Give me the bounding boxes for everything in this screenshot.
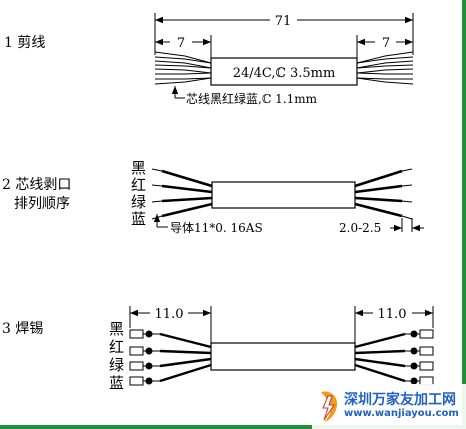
- step3-right-wires: [354, 332, 406, 383]
- right-strip-dimension: 7: [357, 36, 413, 51]
- step3-right-solder-pins: [405, 329, 434, 386]
- step3-color-red: 红: [109, 338, 124, 356]
- total-length-dimension: 71: [155, 14, 413, 29]
- step2-label-line2: 排列顺序: [14, 196, 70, 212]
- site-watermark: 深圳万家友加工网 www.wanjiayou.com: [312, 384, 466, 429]
- watermark-url: www.wanjiayou.com: [344, 408, 459, 419]
- strip-length-label: 2.0-2.5: [339, 221, 381, 235]
- cable-spec-label: 24/4C,ℂ 3.5mm: [233, 66, 336, 81]
- right-strip-value: 7: [382, 36, 390, 51]
- step2-right-wires: [354, 168, 413, 220]
- step2-color-green: 绿: [131, 193, 146, 211]
- step3-section: 3 焊锡 黑 红 绿 蓝 11.0 11.0: [2, 306, 434, 392]
- step3-right-dimension: 11.0: [355, 307, 433, 322]
- step3-left-dimension: 11.0: [130, 307, 211, 322]
- step2-left-wires: [151, 168, 213, 220]
- left-strip-value: 7: [177, 36, 185, 51]
- step3-color-green: 绿: [109, 356, 124, 374]
- step1-cable-jacket: [210, 57, 358, 86]
- site-logo-icon: [321, 391, 338, 422]
- step1-label: 1 剪线: [4, 35, 45, 51]
- step2-color-blue: 蓝: [131, 210, 146, 228]
- step2-color-red: 红: [131, 176, 146, 194]
- step3-label: 3 焊锡: [2, 321, 43, 337]
- step3-left-solder-pins: [129, 329, 160, 386]
- step3-right-length: 11.0: [378, 307, 407, 322]
- step2-section: 2 芯线剥口 排列顺序 黑 红 绿 蓝 导体11*0. 16AS 2.0-2.5: [2, 159, 424, 235]
- step3-cable-jacket: [210, 342, 356, 371]
- step3-color-blue: 蓝: [109, 374, 124, 392]
- step2-cable-jacket: [211, 181, 356, 209]
- left-strip-dimension: 7: [155, 36, 211, 51]
- conductor-spec-label: 导体11*0. 16AS: [170, 221, 263, 235]
- step1-left-wires: [154, 51, 212, 85]
- step2-label-line1: 2 芯线剥口: [2, 177, 71, 193]
- step1-right-wires: [356, 51, 414, 85]
- step3-left-length: 11.0: [155, 307, 184, 322]
- step3-left-wires: [159, 332, 212, 383]
- total-length-value: 71: [275, 14, 292, 29]
- step2-color-black: 黑: [131, 159, 146, 177]
- watermark-title: 深圳万家友加工网: [344, 392, 456, 408]
- step3-color-black: 黑: [109, 320, 124, 338]
- core-spec-label: 芯线黑红绿蓝,ℂ 1.1mm: [186, 91, 318, 106]
- step1-section: 1 剪线 71 7 7 24/4C,ℂ 3.5mm: [4, 13, 414, 106]
